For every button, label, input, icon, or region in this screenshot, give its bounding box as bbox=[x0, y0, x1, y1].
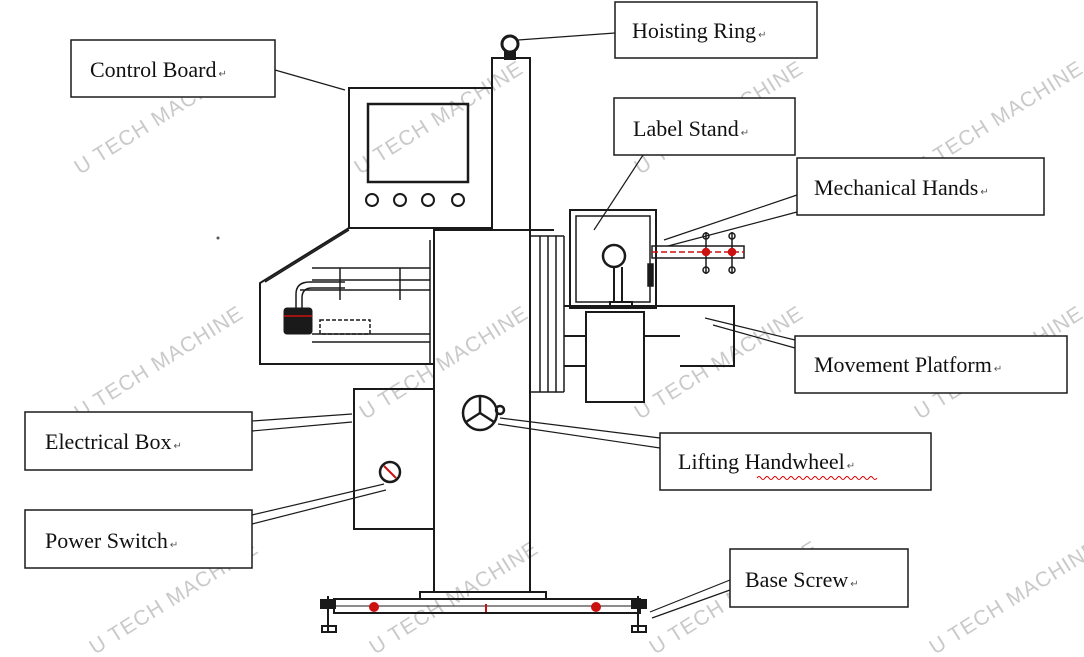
watermark-text: U TECH MACHINE bbox=[350, 57, 527, 180]
leader-hoisting-ring bbox=[517, 32, 616, 41]
label-stand-part bbox=[569, 209, 657, 309]
main-column bbox=[433, 229, 531, 593]
watermark-text: U TECH MACHINE bbox=[70, 302, 247, 425]
watermark-text: U TECH MACHINE bbox=[365, 537, 542, 657]
slide-rail-part bbox=[529, 235, 565, 393]
leader-mechanical-hands-2 bbox=[667, 211, 798, 247]
watermark-text: U TECH MACHINE bbox=[630, 302, 807, 425]
movement-platform-part bbox=[564, 305, 735, 403]
label-electrical-box: Electrical Box↵ bbox=[45, 429, 182, 454]
callout-label-stand-box bbox=[613, 97, 796, 156]
leader-mechanical-hands bbox=[663, 194, 798, 241]
leader-lifting-handwheel-2 bbox=[497, 423, 661, 449]
callout-power-switch-box bbox=[24, 509, 253, 569]
label-mechanical-hands: Mechanical Hands↵ bbox=[814, 175, 989, 200]
machine-drawing bbox=[259, 34, 745, 633]
leader-electrical-box-2 bbox=[251, 421, 353, 432]
callout-lifting-handwheel-box bbox=[659, 432, 932, 491]
callout-electrical-box-box bbox=[24, 411, 253, 471]
leader-base-screw-2 bbox=[651, 589, 731, 619]
watermark-text: U TECH MACHINE bbox=[355, 302, 532, 425]
electrical-box-part bbox=[353, 388, 435, 530]
motor-part bbox=[283, 307, 313, 335]
leader-movement-platform bbox=[704, 317, 796, 341]
callout-control-board-box bbox=[70, 39, 276, 98]
leader-base-screw bbox=[649, 579, 731, 613]
leader-power-switch bbox=[251, 483, 385, 516]
leader-lines bbox=[251, 32, 798, 619]
label-control-board: Control Board↵ bbox=[90, 57, 227, 82]
watermark-text: U TECH MACHINE bbox=[925, 537, 1084, 657]
callout-hoisting-ring-box bbox=[614, 1, 818, 59]
label-lifting-handwheel: Lifting Handwheel↵ bbox=[678, 449, 855, 474]
label-hoisting-ring: Hoisting Ring↵ bbox=[632, 18, 766, 43]
callout-labels: Hoisting Ring↵ Control Board↵ Label Stan… bbox=[45, 18, 1002, 592]
leader-label-stand bbox=[593, 151, 646, 231]
stray-dot bbox=[216, 236, 220, 240]
callouts bbox=[24, 1, 1068, 608]
leader-lifting-handwheel bbox=[499, 417, 661, 439]
label-power-switch: Power Switch↵ bbox=[45, 528, 178, 553]
spellcheck-underline bbox=[756, 476, 878, 480]
leader-electrical-box bbox=[251, 413, 353, 422]
drive-housing-part bbox=[259, 227, 434, 365]
callout-base-screw-box bbox=[729, 548, 909, 608]
hoisting-ring-part bbox=[500, 34, 520, 60]
label-movement-platform: Movement Platform↵ bbox=[814, 352, 1002, 377]
leader-control-board bbox=[274, 69, 346, 91]
base-part bbox=[320, 591, 647, 633]
callout-mechanical-hands-box bbox=[796, 157, 1045, 216]
leader-power-switch-2 bbox=[251, 489, 387, 525]
callout-movement-platform-box bbox=[794, 335, 1068, 394]
label-base-screw: Base Screw↵ bbox=[745, 567, 859, 592]
leader-movement-platform-2 bbox=[712, 324, 796, 349]
control-board-part bbox=[348, 87, 493, 229]
label-label-stand: Label Stand↵ bbox=[633, 116, 749, 141]
mechanical-hands-part bbox=[647, 232, 745, 287]
lifting-handwheel-part bbox=[461, 394, 506, 432]
